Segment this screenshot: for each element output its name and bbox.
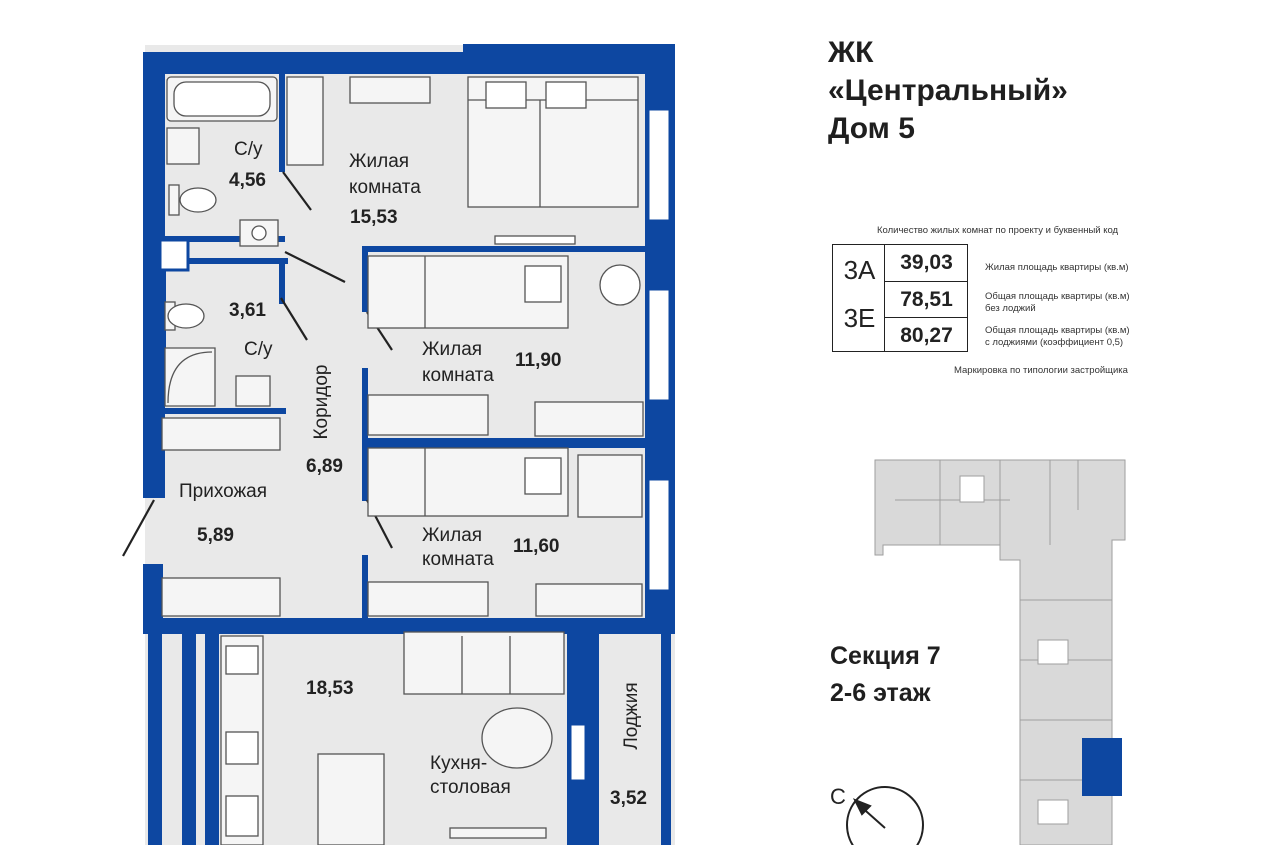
bedroom3-name-1: Жилая (422, 525, 483, 546)
total-area-loggia-value: 80,27 (885, 317, 968, 353)
apartment-code-box: 3А 3Е (832, 244, 885, 352)
corridor-name: Коридор (311, 364, 332, 440)
bedroom1-area: 15,53 (350, 207, 398, 228)
code-top: 3А (843, 255, 876, 285)
legend-bottom-caption: Маркировка по типологии застройщика (954, 365, 1128, 376)
complex-title-line2: «Центральный» (828, 74, 1068, 107)
bath2-name: С/у (244, 339, 273, 360)
living-area-label: Жилая площадь квартиры (кв.м) (985, 262, 1129, 273)
furniture (161, 76, 644, 845)
code-bottom: 3Е (843, 303, 876, 333)
loggia-area: 3,52 (610, 788, 647, 809)
section-line2: 2-6 этаж (830, 679, 931, 707)
kitchen-name-2: столовая (430, 777, 511, 798)
compass-label: С (830, 784, 846, 809)
highlighted-apartment (1082, 738, 1122, 796)
total-area-loggia-label-2: с лоджиями (коэффициент 0,5) (985, 337, 1124, 348)
total-area-value: 78,51 (885, 281, 968, 317)
hall-name: Прихожая (179, 481, 268, 502)
bedroom2-name-1: Жилая (422, 339, 483, 360)
living-area-value: 39,03 (900, 251, 953, 274)
compass-icon (846, 786, 924, 845)
hall-area: 5,89 (197, 525, 234, 546)
kitchen-name-1: Кухня- (430, 753, 488, 774)
area-legend: Количество жилых комнат по проекту и бук… (832, 222, 1132, 382)
windows (570, 109, 670, 781)
bedroom2-name-2: комната (422, 365, 494, 386)
area-values-box: 39,03 78,51 80,27 (885, 244, 968, 352)
bedroom1-name-2: комната (349, 177, 421, 198)
total-area-label-1: Общая площадь квартиры (кв.м) (985, 291, 1130, 302)
section-title: Секция 7 2-6 этаж (830, 638, 941, 712)
bath1-area: 4,56 (229, 170, 266, 191)
interior-walls (158, 74, 645, 618)
loggia-name: Лоджия (621, 682, 642, 750)
corridor-area: 6,89 (306, 456, 343, 477)
bedroom1-name-1: Жилая (349, 151, 410, 172)
legend-top-caption: Количество жилых комнат по проекту и бук… (877, 225, 1119, 236)
complex-title: ЖК «Центральный» Дом 5 (828, 34, 1068, 148)
complex-title-line1: ЖК (828, 36, 874, 69)
kitchen-area: 18,53 (306, 678, 354, 699)
total-area-label-2: без лоджий (985, 303, 1036, 314)
complex-title-line3: Дом 5 (828, 112, 915, 145)
bath1-name: С/у (234, 139, 263, 160)
bedroom3-area: 11,60 (513, 536, 560, 557)
bedroom3-name-2: комната (422, 549, 494, 570)
key-plan (874, 459, 1126, 845)
section-line1: Секция 7 (830, 642, 941, 670)
total-area-loggia-label-1: Общая площадь квартиры (кв.м) (985, 325, 1130, 336)
bath2-area: 3,61 (229, 300, 266, 321)
bedroom2-area: 11,90 (515, 350, 562, 371)
